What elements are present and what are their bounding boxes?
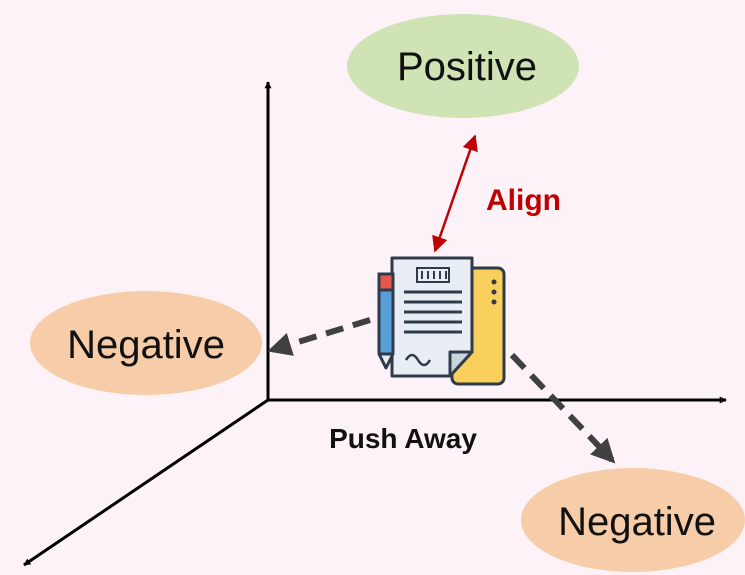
document-with-pen-icon (377, 256, 506, 386)
align-arrow (432, 134, 478, 253)
push-away-arrow-right (509, 352, 616, 464)
negative-right-ellipse (521, 468, 745, 572)
negative-left-ellipse (30, 291, 262, 395)
negative-right-label: Negative (558, 500, 716, 544)
positive-ellipse (347, 14, 579, 118)
push-away-arrow-left (267, 317, 371, 356)
positive-label: Positive (397, 45, 537, 89)
push-away-label: Push Away (329, 423, 477, 454)
align-label: Align (486, 184, 561, 217)
negative-node-right: Negative (521, 468, 745, 572)
negative-left-label: Negative (67, 323, 225, 367)
positive-node: Positive (347, 14, 579, 118)
negative-node-left: Negative (30, 291, 262, 395)
z-axis (23, 398, 269, 567)
